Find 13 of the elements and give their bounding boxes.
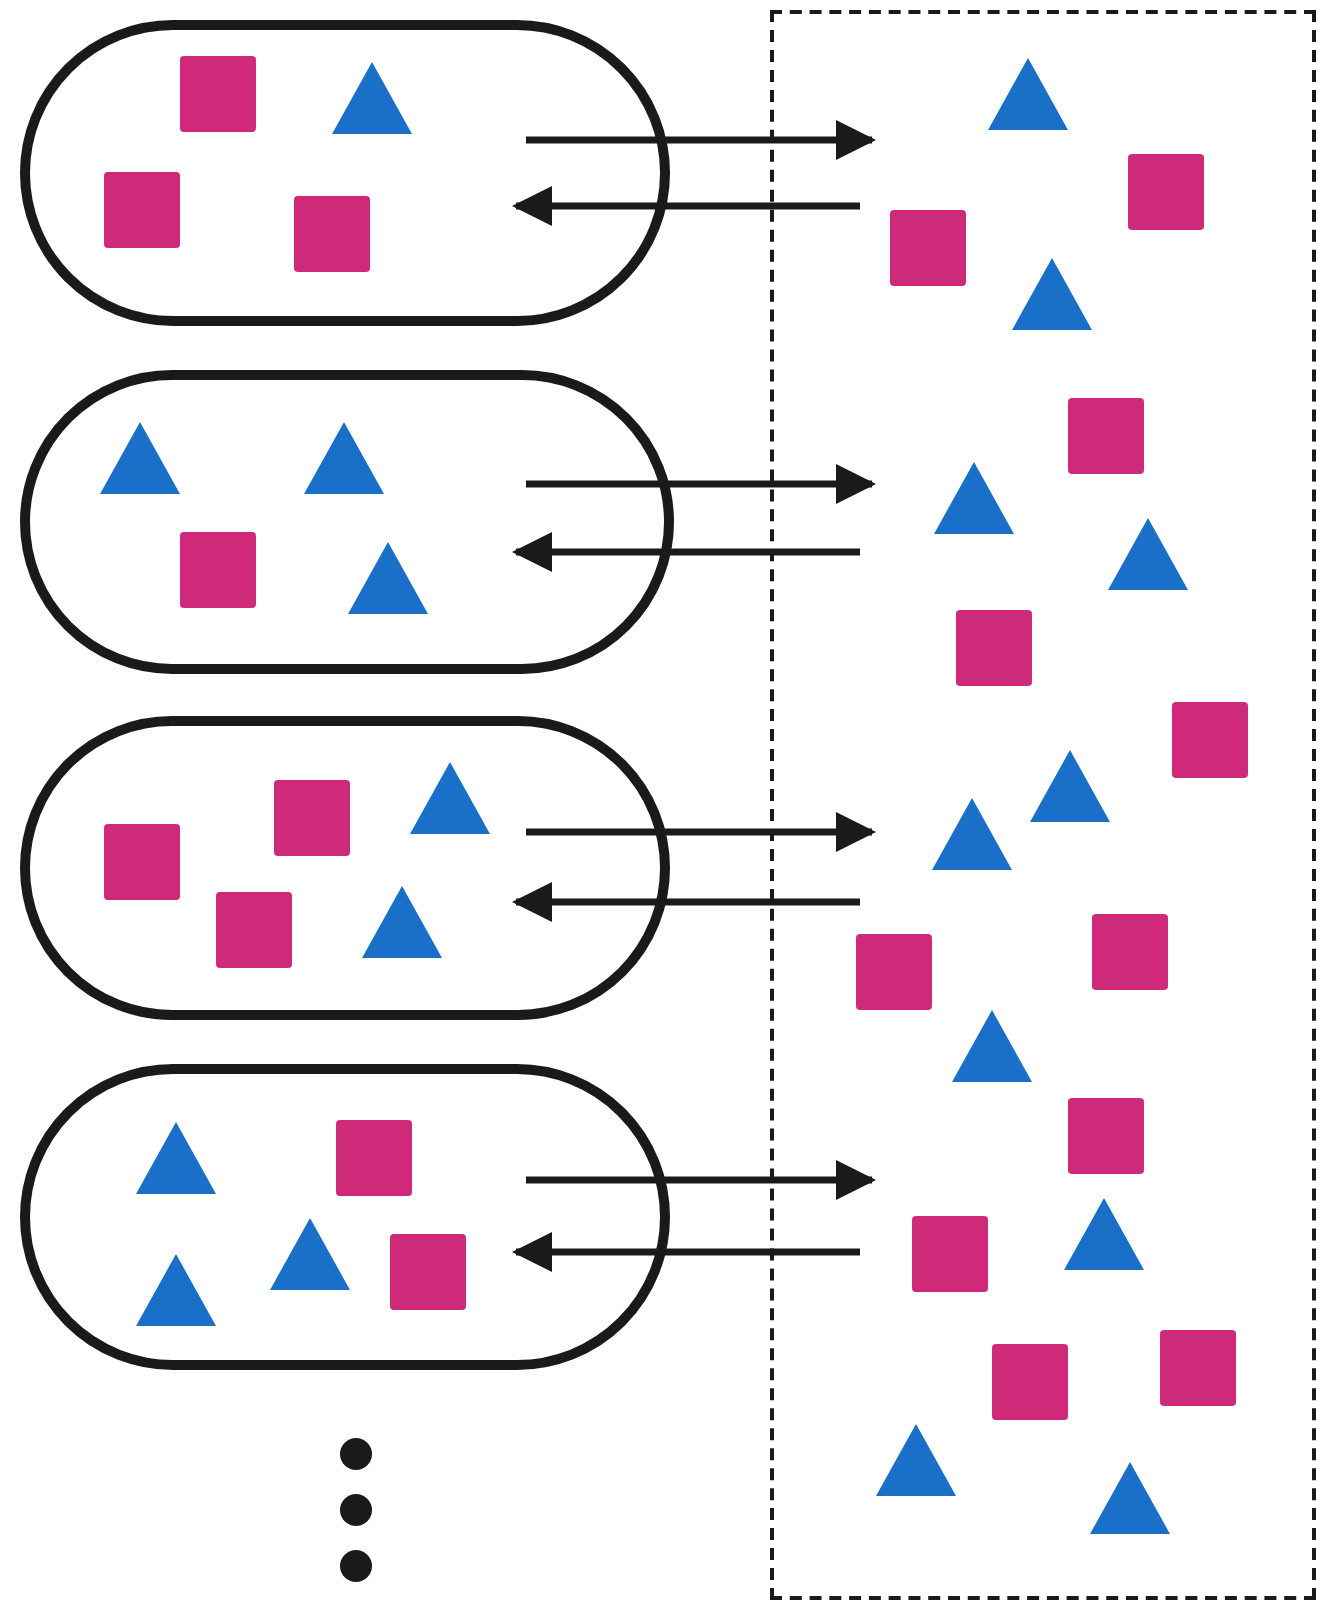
arrow <box>526 464 876 504</box>
arrow <box>512 1232 860 1272</box>
arrow <box>526 812 876 852</box>
capsule-outline <box>20 20 670 326</box>
capsule-outline <box>20 370 674 674</box>
arrow <box>526 1160 876 1200</box>
dashed-region <box>770 10 1316 1600</box>
arrow <box>512 186 860 226</box>
arrow <box>512 882 860 922</box>
arrow <box>512 532 860 572</box>
capsule-outline <box>20 716 670 1020</box>
capsule-outline <box>20 1064 670 1370</box>
arrow <box>526 120 876 160</box>
